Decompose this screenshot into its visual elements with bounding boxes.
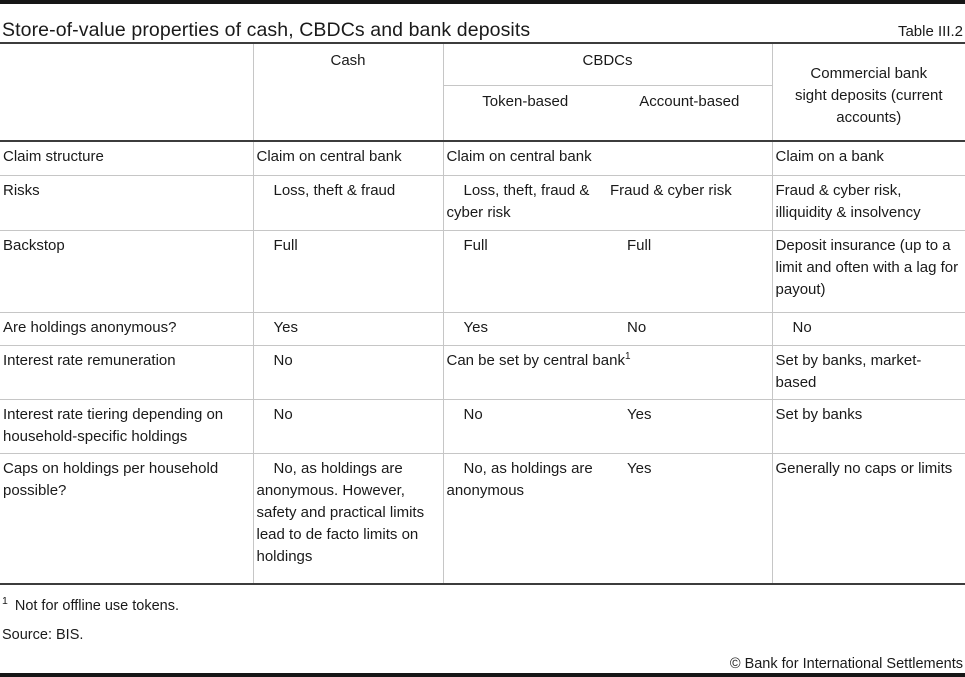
top-rule-bar (0, 0, 965, 4)
row-label-risks: Risks (3, 181, 40, 199)
bottom-rule-bar (0, 673, 965, 677)
cell-backstop-bank: Deposit insurance (up to a limit and oft… (771, 230, 965, 312)
title-row: Store-of-value properties of cash, CBDCs… (0, 4, 965, 42)
row-label-caps: Caps on holdings per household possible? (3, 459, 219, 499)
table-header: Cash CBDCs Commercial bank sight deposit… (0, 43, 965, 141)
corner-cell-2 (0, 86, 253, 142)
footnote: 1 Not for offline use tokens. (2, 595, 963, 614)
store-of-value-table: Cash CBDCs Commercial bank sight deposit… (0, 42, 965, 585)
col-header-account-based: Account-based (639, 93, 740, 110)
row-label-tiering: Interest rate tiering depending on house… (3, 405, 224, 445)
cell-remuneration-cash: No (252, 345, 443, 399)
source-line: Source: BIS. (2, 627, 84, 643)
footnote-marker-superscript: 1 (624, 350, 631, 362)
cell-tiering-bank: Set by banks (771, 399, 965, 453)
cell-anonymous-account: No (627, 318, 647, 336)
table-number-label: Table III.2 (897, 23, 963, 40)
cell-remuneration-cbdc-text: Can be set by central bank (446, 351, 625, 369)
page-title: Store-of-value properties of cash, CBDCs… (2, 19, 531, 41)
cell-caps-bank: Generally no caps or limits (771, 453, 965, 584)
corner-cell (0, 43, 253, 86)
cell-tiering-cash: No (252, 399, 443, 453)
row-label-remuneration: Interest rate remuneration (3, 351, 176, 369)
col-header-commercial-bank-text: Commercial bank sight deposits (current … (794, 65, 943, 126)
col-header-commercial-bank: Commercial bank sight deposits (current … (771, 43, 965, 141)
footnote-text: Not for offline use tokens. (14, 598, 180, 614)
row-label-anonymous: Are holdings anonymous? (3, 318, 177, 336)
col-header-cash: Cash (252, 43, 443, 141)
cell-risks-token: Loss, theft, fraud & cyber risk (442, 175, 607, 230)
cell-tiering-token: No (442, 399, 607, 453)
table-row: Backstop Full Full Full Deposit insuranc… (0, 230, 965, 312)
cell-claim-cash: Claim on central bank (252, 141, 443, 175)
footnote-marker: 1 (2, 595, 8, 608)
col-header-cbdcs: CBDCs (442, 43, 773, 86)
cell-caps-account: Yes (627, 459, 652, 477)
cell-anonymous-bank: No (771, 312, 965, 345)
cell-backstop-account: Full (627, 236, 652, 254)
table-row: Interest rate remuneration No Can be set… (0, 345, 965, 399)
table-row: Interest rate tiering depending on house… (0, 399, 965, 453)
cell-anonymous-token: Yes (442, 312, 607, 345)
cell-claim-cbdc: Claim on central bank (442, 141, 773, 175)
row-label-backstop: Backstop (3, 236, 65, 254)
table-body: Claim structure Claim on central bank Cl… (0, 141, 965, 584)
cell-caps-cash: No, as holdings are anonymous. However, … (252, 453, 443, 584)
cell-risks-bank: Fraud & cyber risk, illiquidity & insolv… (771, 175, 965, 230)
cell-claim-bank: Claim on a bank (771, 141, 965, 175)
copyright-line: © Bank for International Settlements (729, 656, 963, 672)
cell-risks-account: Fraud & cyber risk (610, 181, 732, 199)
cell-remuneration-bank: Set by banks, market-based (771, 345, 965, 399)
cell-risks-cash: Loss, theft & fraud (252, 175, 443, 230)
table-row: Are holdings anonymous? Yes Yes No No (0, 312, 965, 345)
notes-section: 1 Not for offline use tokens. Source: BIS… (0, 585, 965, 672)
cell-tiering-account: Yes (627, 405, 652, 423)
cell-remuneration-cbdc: Can be set by central bank1 (442, 345, 773, 399)
cell-anonymous-cash: Yes (252, 312, 443, 345)
table-row: Risks Loss, theft & fraud Loss, theft, f… (0, 175, 965, 230)
table-row: Caps on holdings per household possible?… (0, 453, 965, 584)
table-row: Claim structure Claim on central bank Cl… (0, 141, 965, 175)
row-label-claim-structure: Claim structure (3, 148, 104, 165)
cell-backstop-token: Full (442, 230, 607, 312)
cell-backstop-cash: Full (252, 230, 443, 312)
col-header-token-based: Token-based (442, 85, 607, 141)
cell-caps-token: No, as holdings are anonymous (442, 453, 607, 584)
